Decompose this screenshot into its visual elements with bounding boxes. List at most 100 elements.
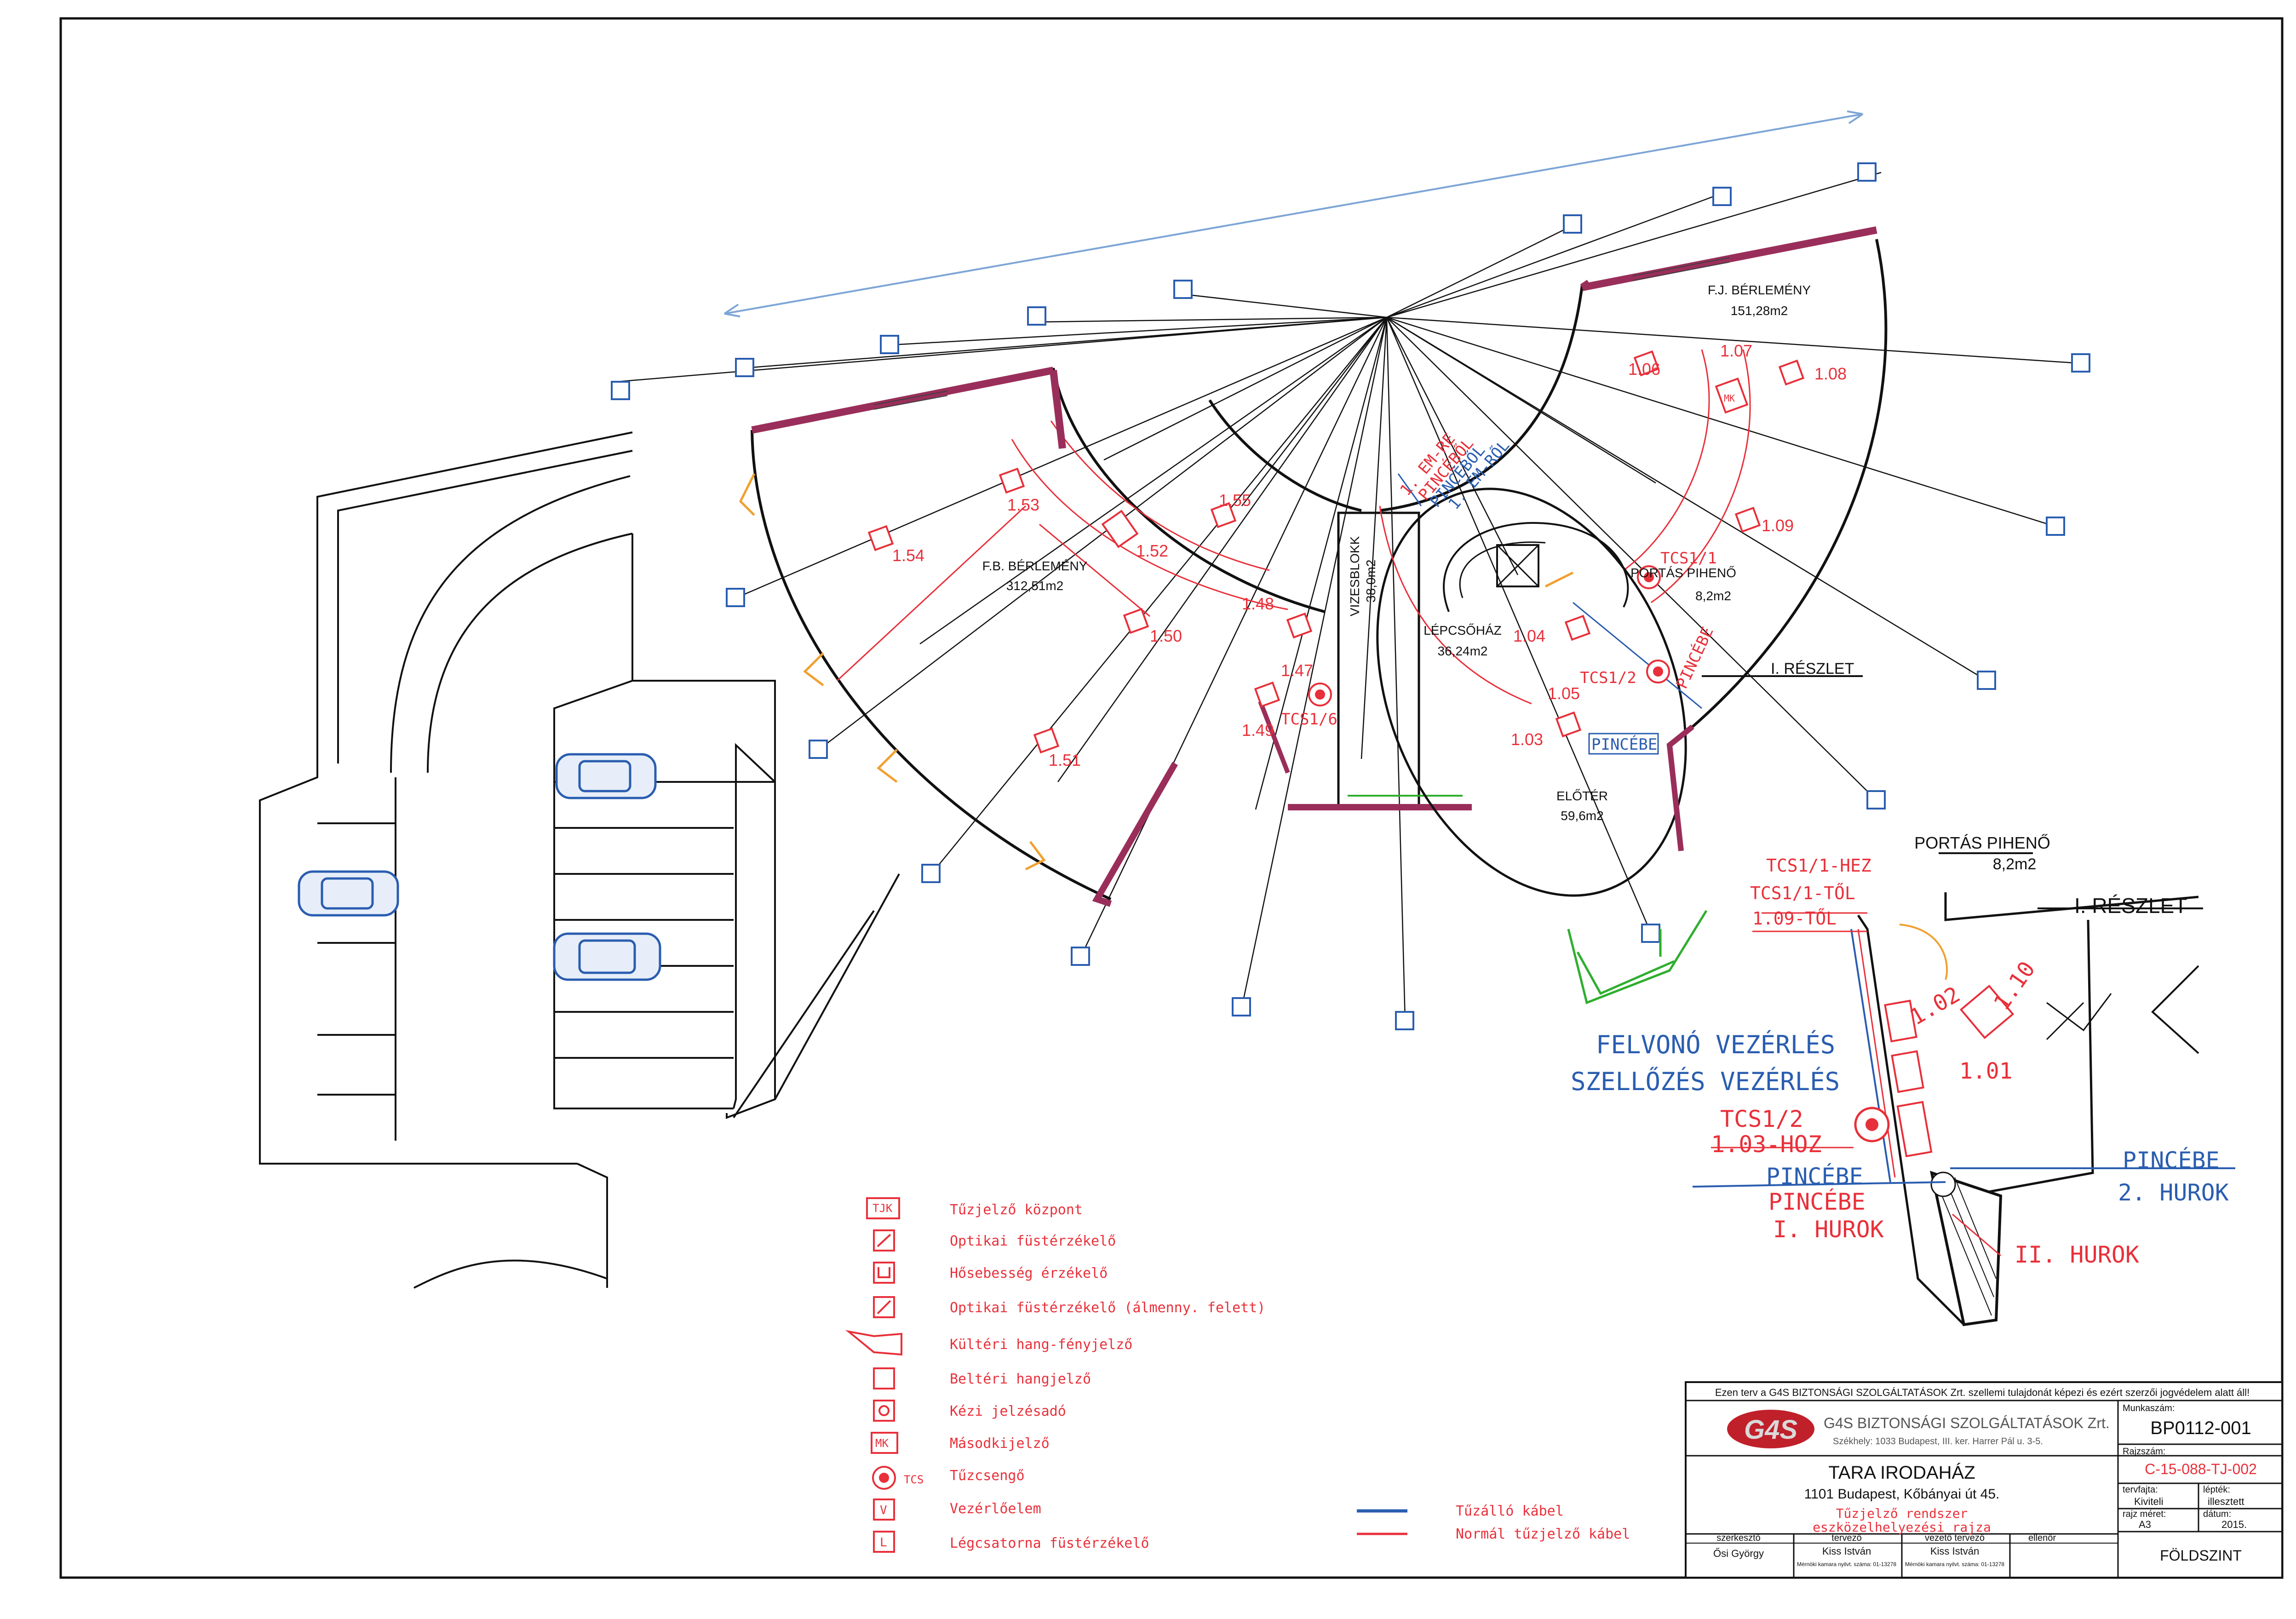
plan-pincebe-vertical: PINCÉBE: [1672, 624, 1717, 692]
tervezo-label: tervező: [1831, 1533, 1862, 1543]
legend-tcs-text: TCS: [904, 1473, 924, 1486]
detail-tcs12: TCS1/2: [1720, 1106, 1803, 1132]
detail-pincebe-blue: PINCÉBE: [1766, 1163, 1863, 1190]
rajzszam-value: C-15-088-TJ-002: [2145, 1461, 2257, 1477]
plan-mk: MK: [1724, 393, 1735, 404]
detail-title: I. RÉSZLET: [2074, 894, 2187, 918]
plan-pincebe-blue: PINCÉBE: [1591, 735, 1657, 754]
detail-view: [1692, 852, 2235, 1326]
company-name: G4S BIZTONSÁGI SZOLGÁLTATÁSOK Zrt.: [1824, 1415, 2110, 1431]
legend-indoor-sounder-icon: [873, 1367, 895, 1389]
room-lepcsohaz-name: LÉPCSŐHÁZ: [1424, 623, 1502, 637]
room-eloter-name: ELŐTÉR: [1556, 789, 1608, 803]
detector-label: 1.03: [1511, 730, 1543, 749]
legend-l-text: L: [880, 1536, 887, 1550]
legend-fire-cable-label: Tűzálló kábel: [1456, 1503, 1564, 1519]
leptek-label: lépték:: [2203, 1485, 2230, 1495]
detail-pincebe-red: PINCÉBE: [1768, 1188, 1866, 1215]
legend-label: Tűzjelző központ: [950, 1202, 1083, 1218]
room-fb-area: 312,51m2: [1006, 579, 1064, 593]
fire-bell-icon: [1308, 565, 1670, 706]
legend-v-icon: [873, 1498, 895, 1521]
company-address: Székhely: 1033 Budapest, III. ker. Harre…: [1833, 1436, 2043, 1447]
munkaszam-label: Munkaszám:: [2123, 1403, 2175, 1413]
detail-szellozes: SZELLŐZÉS VEZÉRLÉS: [1571, 1067, 1840, 1096]
vezeto-label: vezető tervező: [1925, 1533, 1985, 1543]
detector-label: 1.48: [1242, 594, 1274, 613]
room-eloter-area: 59,6m2: [1561, 809, 1603, 823]
detail-hurok1: I. HUROK: [1773, 1216, 1884, 1243]
tervfajta-label: tervfajta:: [2123, 1485, 2158, 1495]
rajzszam-label: Rajzszám:: [2123, 1447, 2165, 1457]
legend-label: Kültéri hang-fényjelző: [950, 1337, 1132, 1353]
room-portas-area: 8,2m2: [1695, 589, 1731, 603]
detector-label: 1.09: [1762, 516, 1794, 535]
legend-outdoor-siren-icon: [845, 1330, 902, 1356]
datum-label: dátum:: [2203, 1509, 2231, 1519]
datum-value: 2015.: [2221, 1519, 2247, 1530]
detector-label: 1.08: [1814, 364, 1847, 383]
room-fj-name: F.J. BÉRLEMÉNY: [1708, 283, 1811, 297]
project-name: TARA IRODAHÁZ: [1828, 1462, 1975, 1483]
legend-heat-icon: [873, 1262, 895, 1284]
detail-103-hoz: 1.03-HOZ: [1711, 1131, 1822, 1158]
detector-label: 1.04: [1513, 626, 1545, 645]
detector-label: 1.53: [1007, 495, 1039, 514]
svg-text:G4S: G4S: [1744, 1415, 1797, 1445]
plan-tcs11: TCS1/1: [1660, 549, 1717, 568]
detector-label: 1.50: [1150, 626, 1182, 645]
car-icon: [298, 870, 399, 917]
legend-label: Légcsatorna füstérzékelő: [950, 1535, 1149, 1551]
building-walls: [751, 226, 1888, 907]
detector-label: 1.47: [1281, 661, 1313, 680]
detector-label: 1.05: [1548, 684, 1580, 703]
detail-tcs11-hez: TCS1/1-HEZ: [1766, 855, 1871, 876]
dimension-line: [723, 110, 1864, 317]
detail-tcs11-tol: TCS1/1-TŐL: [1750, 883, 1855, 903]
detail-101: 1.01: [1959, 1058, 2013, 1084]
detail-labels: PORTÁS PIHENŐ 8,2m2 I. RÉSZLET: [1914, 833, 2187, 918]
ellenor-label: ellenőr: [2028, 1533, 2056, 1543]
legend-v-text: V: [880, 1504, 887, 1517]
detector-labels: 1.03 1.04 1.05 1.05 1.05 1.06 1.07 1.08 …: [892, 341, 1847, 769]
plan-reszlet-label: I. RÉSZLET: [1771, 660, 1854, 677]
drawing-title-2: eszközelhelyezési rajza: [1813, 1520, 1991, 1535]
detail-hurok2-right: 2. HUROK: [2118, 1179, 2229, 1206]
rajzmeret-value: A3: [2139, 1519, 2151, 1530]
detail-blue-labels: FELVONÓ VEZÉRLÉS SZELLŐZÉS VEZÉRLÉS PINC…: [1571, 1030, 2229, 1206]
legend-mk-text: MK: [875, 1437, 889, 1450]
cable-routes: [836, 473, 1702, 709]
detail-102: 1.02: [1906, 982, 1964, 1030]
vezeto-note: Mérnöki kamara nyilvt. száma: 01-13278: [1905, 1561, 2004, 1567]
drawing-title-1: Tűzjelző rendszer: [1836, 1506, 1968, 1521]
sheet-frame: [59, 17, 2284, 1579]
leptek-value: illesztett: [2208, 1496, 2244, 1507]
detail-portas-name: PORTÁS PIHENŐ: [1914, 833, 2050, 852]
legend-label: Tűzcsengő: [950, 1468, 1025, 1484]
legend-tjk-icon: [866, 1197, 900, 1219]
level-value: FÖLDSZINT: [2160, 1547, 2242, 1564]
legend: TJK MK TCS V L Tűzjelző központ Optikai …: [845, 1197, 1630, 1553]
tervezo-note: Mérnöki kamara nyilvt. száma: 01-13278: [1797, 1561, 1896, 1567]
detector-label: 1.54: [892, 546, 924, 565]
plan-tcs16: TCS1/6: [1281, 710, 1337, 729]
door-swings: [739, 473, 1574, 871]
legend-tjk-text: TJK: [872, 1202, 893, 1215]
rajzmeret-label: rajz méret:: [2123, 1509, 2166, 1519]
detail-109-tol: 1.09-TŐL: [1752, 908, 1837, 929]
room-fj-area: 151,28m2: [1731, 304, 1788, 318]
detector-label: 1.06: [1628, 360, 1660, 379]
room-labels: F.B. BÉRLEMÉNY 312,51m2 F.J. BÉRLEMÉNY 1…: [982, 283, 1863, 823]
detector-label: 1.55: [1219, 491, 1251, 510]
tervezo-value: Kiss István: [1822, 1545, 1871, 1557]
detector-label: 1.07: [1720, 341, 1752, 360]
legend-label: Hősebesség érzékelő: [950, 1265, 1108, 1281]
g4s-logo: G4S: [1727, 1410, 1814, 1448]
car-icon: [553, 932, 661, 981]
szerkeszto-label: szerkesztő: [1716, 1533, 1761, 1543]
title-block: Ezen terv a G4S BIZTONSÁGI SZOLGÁLTATÁSO…: [1685, 1381, 2283, 1579]
smoke-detector-icon: [867, 350, 1805, 754]
legend-normal-cable-label: Normál tűzjelző kábel: [1456, 1526, 1630, 1542]
legend-l-icon: [873, 1531, 895, 1553]
exterior-stairs: [1567, 910, 1708, 1005]
